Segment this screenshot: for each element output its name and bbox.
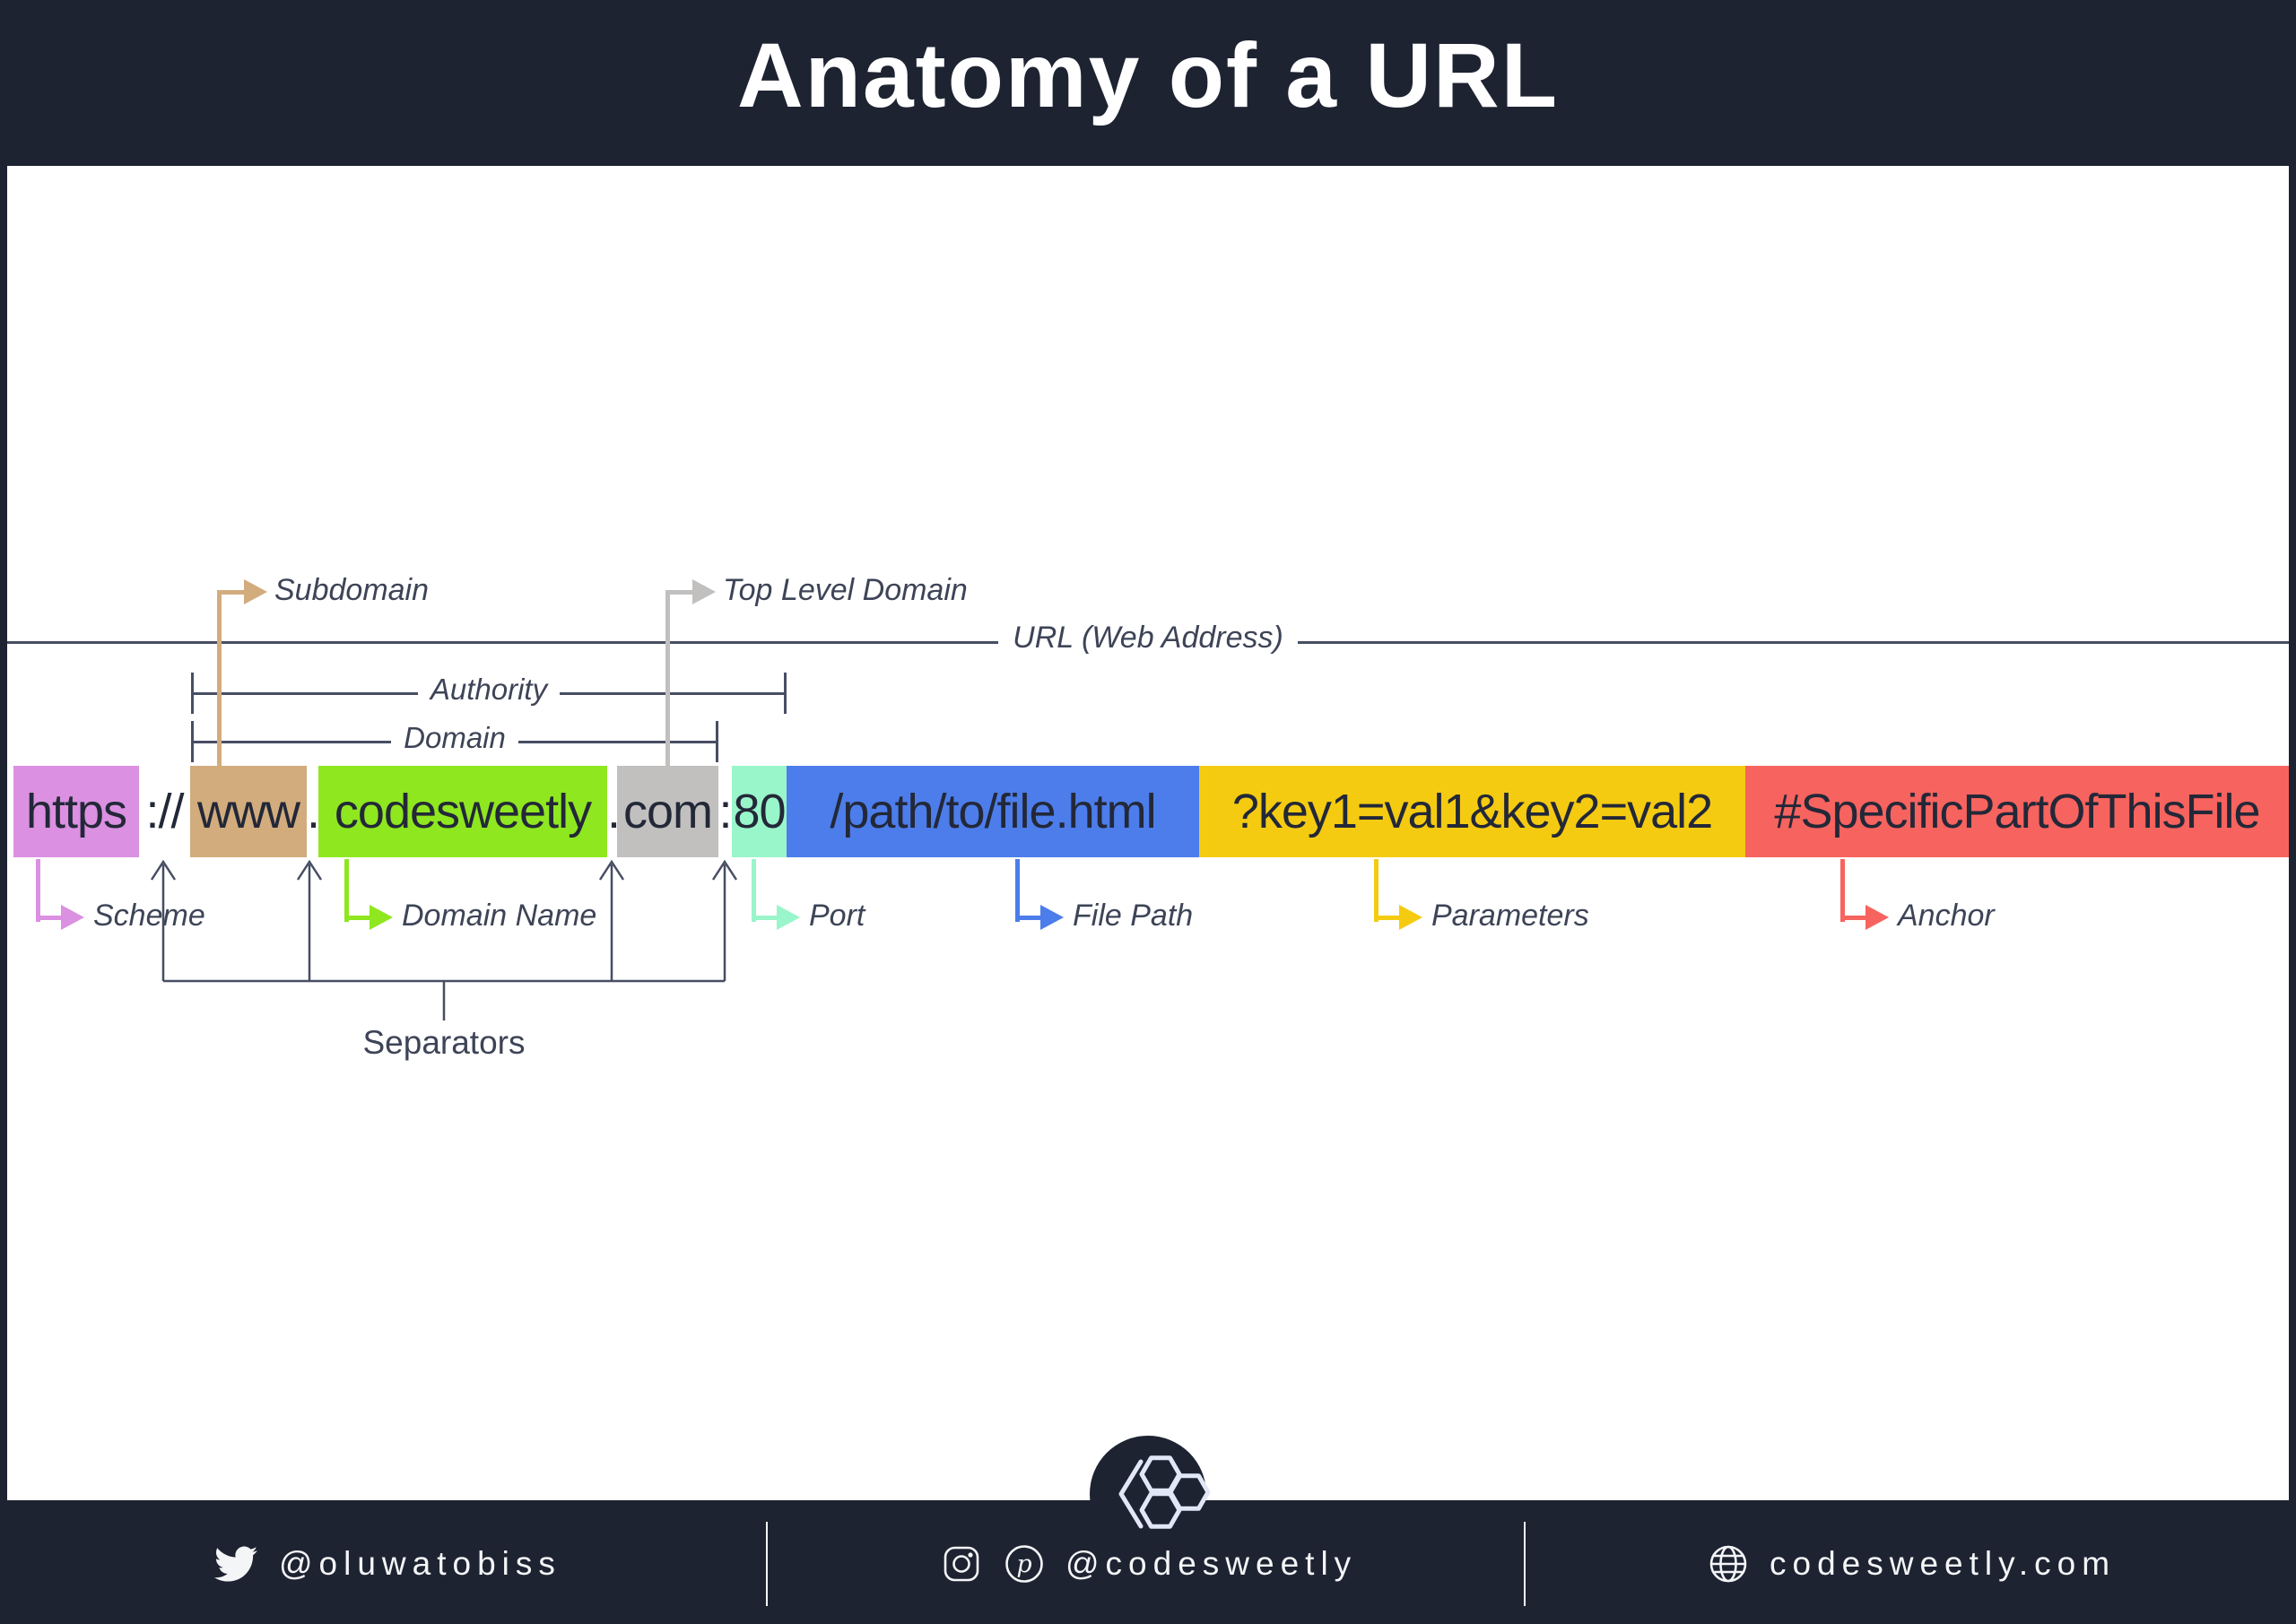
bracket-tick — [191, 673, 194, 714]
footer-divider — [1524, 1522, 1526, 1606]
bracket-tick — [191, 721, 194, 762]
domain-bracket-text: Domain — [391, 721, 518, 754]
port-callout-line — [752, 859, 756, 922]
social-handle: @codesweetly — [1065, 1545, 1358, 1582]
scheme-label: Scheme — [93, 899, 205, 933]
pinterest-icon: p — [1005, 1545, 1043, 1583]
url-segment-dot-separator: . — [307, 785, 320, 838]
url-segment-port: 80 — [732, 766, 787, 857]
parameters-label: Parameters — [1431, 899, 1589, 933]
file-path-callout-line — [1015, 859, 1020, 922]
website-text: codesweetly.com — [1770, 1545, 2117, 1582]
anchor-callout-line — [1840, 859, 1845, 922]
globe-icon — [1709, 1545, 1747, 1583]
footer-website-group: codesweetly.com — [1707, 1535, 2116, 1593]
url-segment-scheme-separator: :// — [145, 785, 184, 838]
url-segment-dot-separator: . — [607, 785, 621, 838]
tld-callout-line — [665, 590, 692, 595]
authority-bracket-label: Authority — [191, 673, 787, 707]
footer-twitter-group: @oluwatobiss — [213, 1535, 561, 1593]
authority-bracket-text: Authority — [417, 673, 561, 706]
authority-bracket: Authority — [191, 673, 787, 714]
url-segment-scheme: https — [13, 766, 139, 857]
url-segment-subdomain: www — [190, 766, 307, 857]
separators-label: Separators — [362, 1024, 526, 1061]
url-address-label-text: URL (Web Address) — [998, 621, 1298, 655]
subdomain-callout-line — [217, 592, 222, 768]
arrow-right-icon — [370, 905, 393, 930]
svg-text:p: p — [1016, 1550, 1031, 1578]
url-address-label: URL (Web Address) — [0, 621, 2296, 656]
url-segment-anchor: #SpecificPartOfThisFile — [1745, 766, 2289, 857]
port-label: Port — [809, 899, 865, 933]
arrow-right-icon — [1866, 905, 1889, 930]
subdomain-callout-line — [217, 590, 244, 595]
domain-name-callout-line — [344, 859, 349, 922]
file-path-label: File Path — [1073, 899, 1194, 933]
up-arrow-icon — [296, 859, 323, 981]
footer-divider — [766, 1522, 768, 1606]
url-segment-file-path: /path/to/file.html — [787, 766, 1199, 857]
up-arrow-icon — [711, 859, 738, 981]
anchor-callout-line — [1840, 916, 1866, 920]
scheme-callout-line — [36, 859, 40, 922]
footer-logo-circle — [1090, 1436, 1206, 1552]
twitter-handle: @oluwatobiss — [279, 1545, 561, 1582]
arrow-right-icon — [1399, 905, 1422, 930]
scheme-callout-line — [36, 916, 61, 920]
file-path-callout-line — [1015, 916, 1040, 920]
arrow-right-icon — [692, 579, 716, 604]
instagram-icon — [944, 1546, 979, 1582]
arrow-right-icon — [777, 905, 800, 930]
url-segment-parameters: ?key1=val1&key2=val2 — [1199, 766, 1745, 857]
url-segment-domain-name: codesweetly — [318, 766, 607, 857]
bracket-tick — [784, 673, 787, 714]
arrow-right-icon — [1040, 905, 1064, 930]
anchor-label: Anchor — [1898, 899, 1995, 933]
separators-arrows — [150, 859, 738, 1020]
domain-bracket-label: Domain — [191, 721, 718, 755]
domain-name-label: Domain Name — [402, 899, 597, 933]
parameters-callout-line — [1374, 916, 1399, 920]
codesweetly-hexagon-logo-icon — [1118, 1455, 1211, 1529]
page-title: Anatomy of a URL — [736, 24, 1560, 126]
url-segment-port-separator: : — [718, 785, 732, 838]
twitter-icon — [214, 1546, 257, 1582]
top-level-domain-label: Top Level Domain — [723, 573, 968, 607]
subdomain-label: Subdomain — [274, 573, 430, 607]
domain-bracket: Domain — [191, 721, 718, 762]
up-arrow-icon — [150, 859, 177, 981]
arrow-right-icon — [244, 579, 267, 604]
tld-callout-line — [665, 592, 670, 768]
url-segment-top-level-domain: com — [617, 766, 718, 857]
port-callout-line — [752, 916, 777, 920]
arrow-right-icon — [61, 905, 84, 930]
up-arrow-icon — [598, 859, 625, 981]
parameters-callout-line — [1374, 859, 1378, 922]
bracket-tick — [716, 721, 718, 762]
domain-name-callout-line — [344, 916, 370, 920]
footer-social-group: p @codesweetly — [940, 1535, 1357, 1593]
